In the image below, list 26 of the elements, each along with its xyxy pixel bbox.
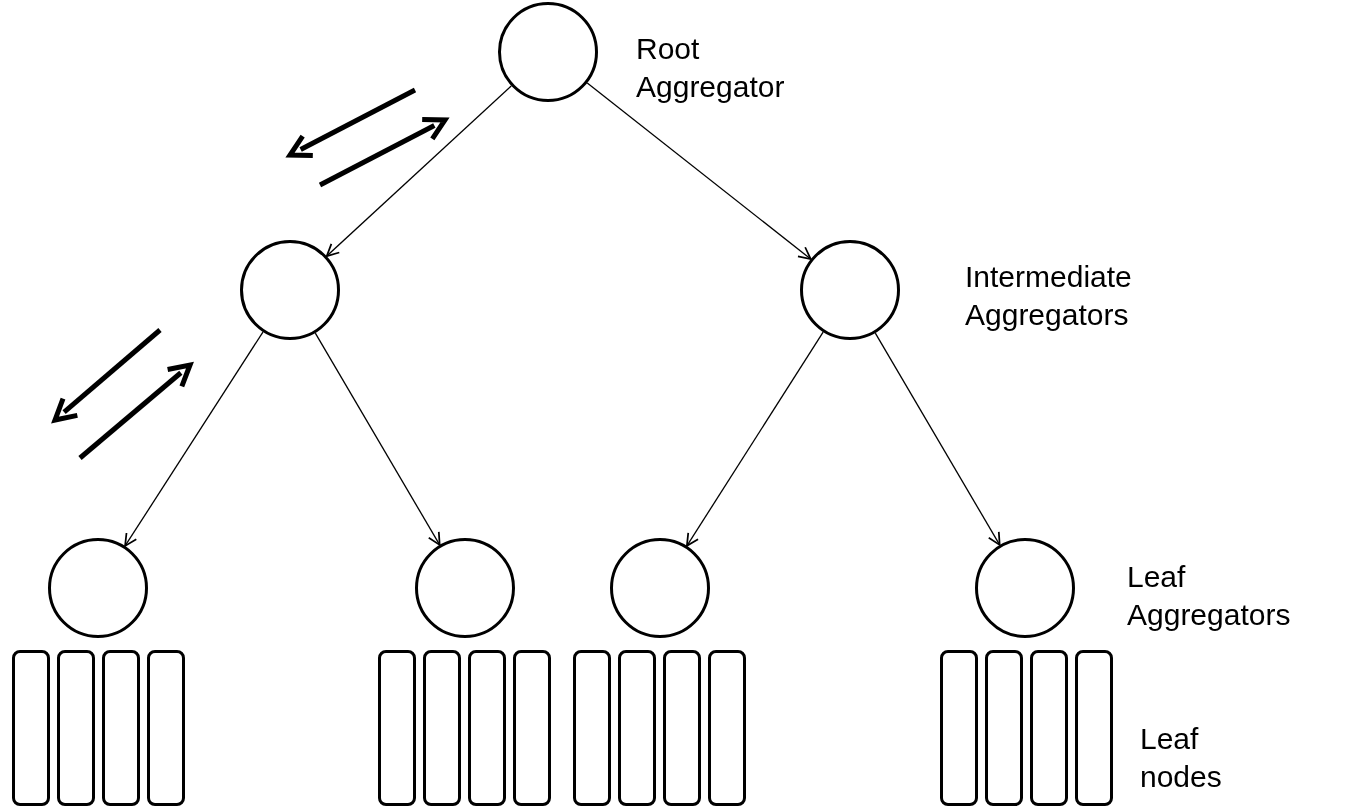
tier-label: Leaf nodes — [1140, 721, 1223, 795]
leaf-node-box — [57, 650, 95, 806]
leaf-node-box — [573, 650, 611, 806]
leaf-node-box — [618, 650, 656, 806]
leaf-node-box — [102, 650, 140, 806]
leaf-node-box — [1075, 650, 1113, 806]
leaf-node-box — [423, 650, 461, 806]
arrow — [874, 332, 1001, 546]
leaf-node-box — [513, 650, 551, 806]
leaf-node-box — [985, 650, 1023, 806]
leaf-node-box — [468, 650, 506, 806]
leaf-node-box — [378, 650, 416, 806]
tier-label: Intermediate Aggregators — [965, 259, 1133, 333]
node-caption: Root Aggregator — [636, 31, 786, 105]
arrow — [686, 331, 824, 547]
leaf-node-box — [940, 650, 978, 806]
leaf-node-box — [147, 650, 185, 806]
leaf-node-box — [663, 650, 701, 806]
leaf-node-box — [708, 650, 746, 806]
arrow — [325, 85, 512, 257]
arrow — [314, 332, 441, 546]
arrow — [586, 82, 812, 260]
tier-label: Leaf Aggregators — [1127, 559, 1292, 633]
arrow — [124, 331, 264, 547]
leaf-node-box — [12, 650, 50, 806]
leaf-node-box — [1030, 650, 1068, 806]
